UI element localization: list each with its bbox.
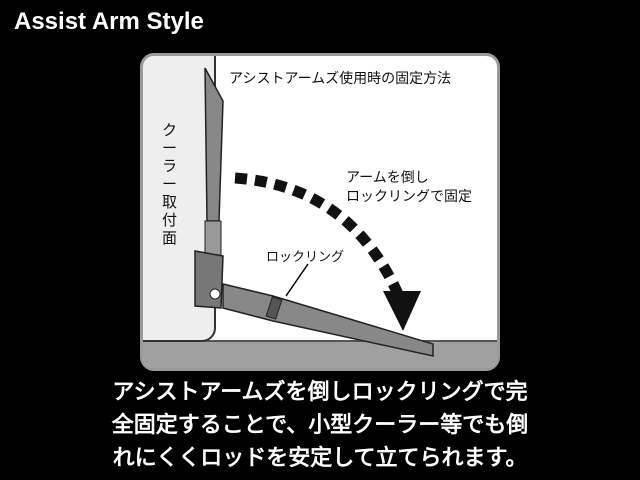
note-line: ロックリングで固定 — [346, 189, 472, 205]
caption-line: アシストアームズを倒しロックリングで完 — [112, 380, 528, 405]
dashed-arrow — [234, 172, 407, 304]
instruction-note: アームを倒し ロックリングで固定 — [346, 169, 472, 207]
wall-label: クーラー取付面 — [162, 121, 178, 247]
upright-arm — [204, 67, 224, 222]
arm-illustration — [194, 67, 434, 357]
caption-line: れにくくロッドを安定して立てられます。 — [112, 446, 528, 471]
illustration-panel: クーラー取付面 アシストアームズ使用時の固定方法 アームを倒し ロックリングで固… — [140, 53, 500, 371]
pointer-line — [285, 263, 309, 297]
note-line: アームを倒し — [346, 170, 429, 186]
page-title: Assist Arm Style — [14, 8, 204, 35]
caption: アシストアームズを倒しロックリングで完 全固定することで、小型クーラー等でも倒 … — [0, 376, 640, 475]
lock-ring-label: ロックリング — [266, 250, 345, 265]
arrow-head — [383, 291, 421, 331]
panel-title: アシストアームズ使用時の固定方法 — [229, 71, 452, 87]
caption-line: 全固定することで、小型クーラー等でも倒 — [111, 413, 529, 438]
arm-bracket — [194, 250, 224, 309]
floor — [143, 340, 497, 368]
